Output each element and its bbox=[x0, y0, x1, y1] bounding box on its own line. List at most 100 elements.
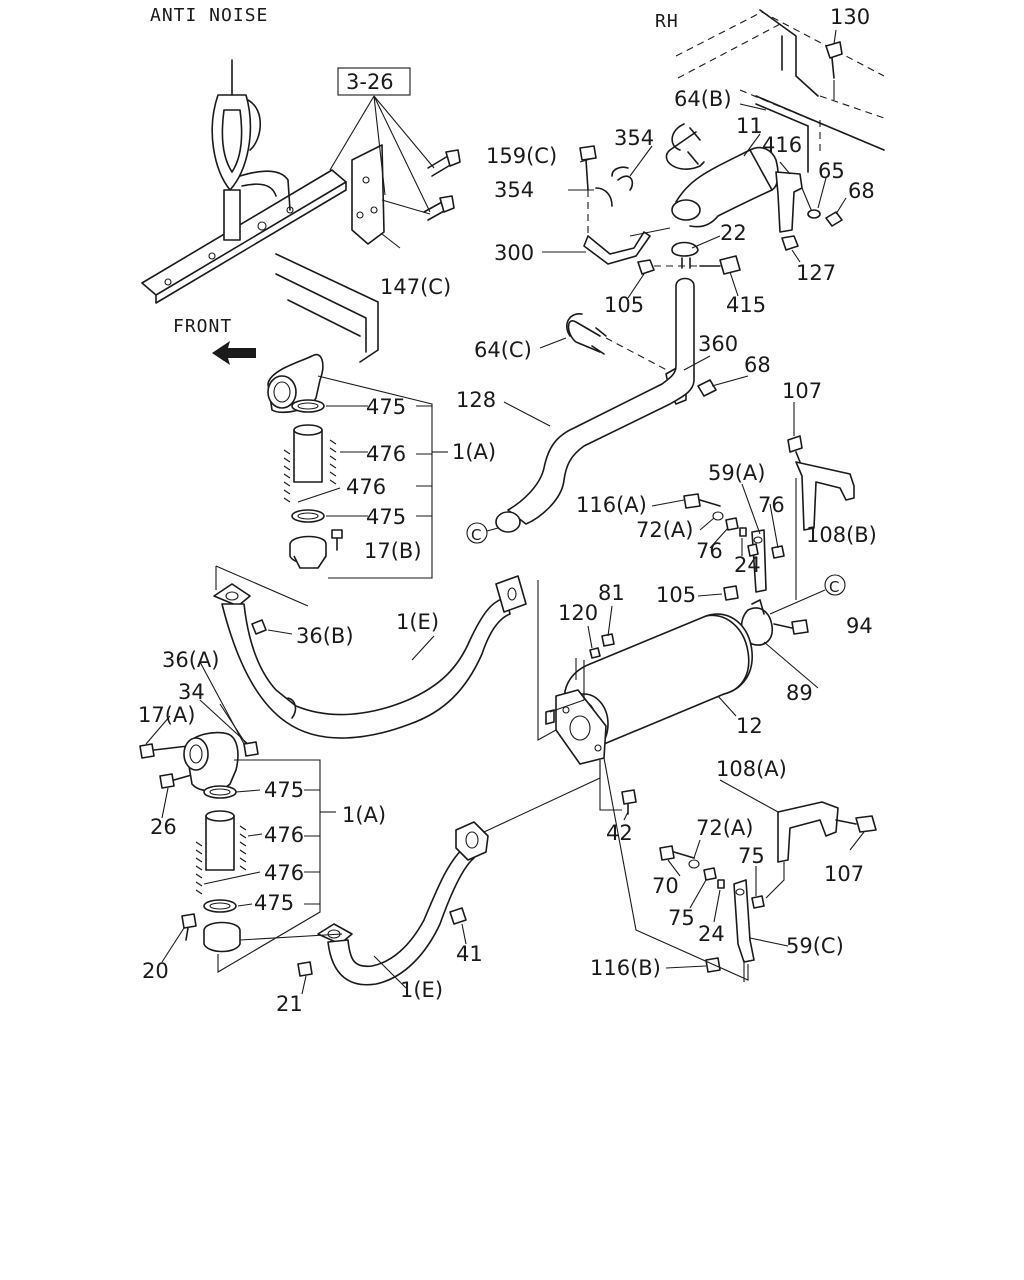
callout-59c: 59(C) bbox=[786, 934, 844, 958]
callout-1e-bottom: 1(E) bbox=[400, 978, 443, 1002]
callout-105-mid: 105 bbox=[656, 583, 696, 607]
spacer-24-top bbox=[739, 527, 747, 537]
callout-17a: 17(A) bbox=[138, 703, 195, 727]
u-bolt-64c bbox=[567, 320, 601, 353]
rh-frame-crossmember bbox=[675, 9, 885, 173]
bolt-94 bbox=[791, 619, 809, 635]
callout-354: 354 bbox=[494, 178, 534, 202]
callout-147c: 147(C) bbox=[380, 275, 451, 299]
callout-360: 360 bbox=[698, 332, 738, 356]
callout-120: 120 bbox=[558, 601, 598, 625]
reference-box bbox=[337, 67, 411, 96]
bracket-59c bbox=[733, 879, 755, 963]
callout-416: 416 bbox=[762, 133, 802, 157]
spacer-24-bottom bbox=[717, 879, 725, 889]
callout-76-left: 76 bbox=[696, 539, 723, 563]
callout-65: 65 bbox=[818, 159, 845, 183]
callout-1e-top: 1(E) bbox=[396, 610, 439, 634]
muffler-12 bbox=[545, 613, 753, 765]
callout-415: 415 bbox=[726, 293, 766, 317]
callout-1a-bottom: 1(A) bbox=[342, 803, 386, 827]
callout-12: 12 bbox=[736, 714, 763, 738]
nut-105-mid bbox=[723, 585, 739, 601]
callout-11: 11 bbox=[736, 114, 763, 138]
bolt-17a bbox=[139, 743, 155, 759]
callout-34: 34 bbox=[178, 680, 205, 704]
callout-22: 22 bbox=[720, 221, 747, 245]
nut-75-left bbox=[703, 867, 717, 881]
connector-c-right bbox=[824, 574, 846, 596]
callout-26: 26 bbox=[150, 815, 177, 839]
callout-72a-bottom: 72(A) bbox=[696, 816, 753, 840]
bolt-20 bbox=[181, 913, 197, 929]
callout-108a: 108(A) bbox=[716, 757, 787, 781]
washer-120 bbox=[589, 647, 601, 659]
nut-127 bbox=[781, 235, 799, 251]
callout-107-bottom: 107 bbox=[824, 862, 864, 886]
washer-34 bbox=[243, 741, 259, 757]
callout-42: 42 bbox=[606, 821, 633, 845]
bolt-70 bbox=[659, 845, 675, 861]
nut-41 bbox=[449, 907, 467, 925]
callout-116a: 116(A) bbox=[576, 493, 647, 517]
callout-476-c: 476 bbox=[264, 823, 304, 847]
nut-21 bbox=[297, 961, 313, 977]
callout-130: 130 bbox=[830, 5, 870, 29]
anti-noise-header: ANTI NOISE bbox=[150, 5, 268, 26]
bracket-108b bbox=[795, 461, 855, 531]
front-arrow-icon bbox=[212, 341, 256, 365]
callout-24-top: 24 bbox=[734, 553, 761, 577]
connector-c-left bbox=[466, 522, 488, 544]
bolt-116b bbox=[705, 957, 721, 973]
callout-300: 300 bbox=[494, 241, 534, 265]
callout-89: 89 bbox=[786, 681, 813, 705]
callout-476-b: 476 bbox=[346, 475, 386, 499]
callout-64c: 64(C) bbox=[474, 338, 532, 362]
anti-noise-bracket-assembly bbox=[141, 59, 461, 363]
callout-36a: 36(A) bbox=[162, 648, 219, 672]
callout-475-d: 475 bbox=[254, 891, 294, 915]
nut-76-side bbox=[771, 545, 785, 559]
bolt-116a bbox=[683, 493, 701, 509]
callout-68-top: 68 bbox=[848, 179, 875, 203]
bolt-26 bbox=[159, 773, 175, 789]
callout-159c: 159(C) bbox=[486, 144, 557, 168]
u-bolt-64b bbox=[665, 131, 705, 170]
callout-108b: 108(B) bbox=[806, 523, 877, 547]
washer-65 bbox=[807, 209, 821, 219]
callout-70: 70 bbox=[652, 874, 679, 898]
clamp-354 bbox=[595, 187, 613, 207]
callout-17b: 17(B) bbox=[364, 539, 422, 563]
callout-24-bottom: 24 bbox=[698, 922, 725, 946]
connector-c-right-label: C bbox=[829, 578, 839, 596]
callout-127: 127 bbox=[796, 261, 836, 285]
clamp-354-top bbox=[611, 166, 634, 191]
bolt-107-top bbox=[787, 435, 803, 453]
flex-pipe-assembly-upper bbox=[267, 353, 343, 569]
nut-68 bbox=[825, 211, 843, 227]
reference-box-label: 3-26 bbox=[346, 70, 394, 94]
connector-c-left-label: C bbox=[471, 526, 481, 544]
bolt-42 bbox=[621, 789, 637, 805]
callout-475-c: 475 bbox=[264, 778, 304, 802]
nut-75-right bbox=[751, 895, 765, 909]
callout-476-d: 476 bbox=[264, 861, 304, 885]
callout-128: 128 bbox=[456, 388, 496, 412]
bolt-159c bbox=[579, 145, 597, 161]
callout-107-top: 107 bbox=[782, 379, 822, 403]
bolt-107-bottom bbox=[855, 815, 877, 833]
callout-68-mid: 68 bbox=[744, 353, 771, 377]
callout-75-left: 75 bbox=[668, 906, 695, 930]
bolt-415 bbox=[719, 255, 741, 275]
front-label: FRONT bbox=[173, 316, 232, 337]
callout-75-right: 75 bbox=[738, 844, 765, 868]
callout-1a-top: 1(A) bbox=[452, 440, 496, 464]
callout-476-a: 476 bbox=[366, 442, 406, 466]
callout-81: 81 bbox=[598, 581, 625, 605]
nut-76-top bbox=[725, 517, 739, 531]
nut-36b bbox=[251, 619, 267, 635]
rh-header: RH bbox=[655, 11, 679, 32]
callout-41: 41 bbox=[456, 942, 483, 966]
callout-72a-top: 72(A) bbox=[636, 518, 693, 542]
tail-pipe-11 bbox=[675, 149, 773, 228]
